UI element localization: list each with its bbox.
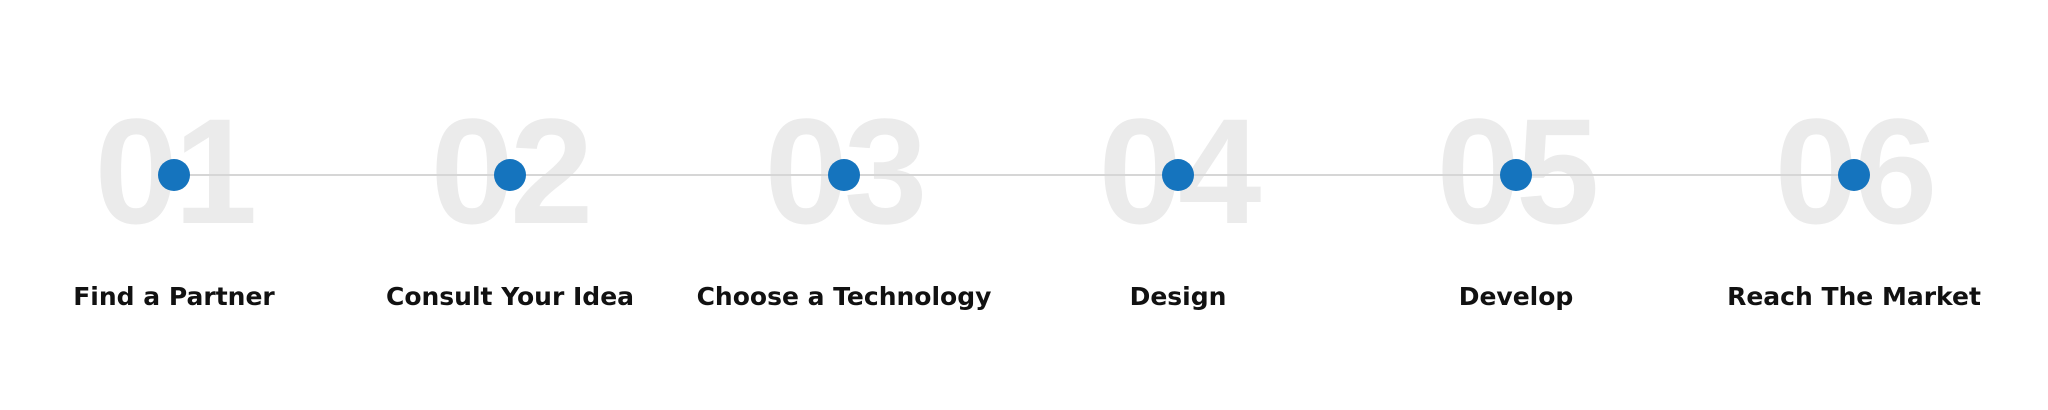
step-label: Design	[1129, 282, 1227, 311]
timeline-step-4: 04 Design	[988, 0, 1368, 410]
step-marker-dot	[1838, 159, 1870, 191]
timeline-step-3: 03 Choose a Technology	[654, 0, 1034, 410]
step-marker-dot	[158, 159, 190, 191]
step-marker-dot	[1500, 159, 1532, 191]
timeline-step-6: 06 Reach The Market	[1664, 0, 2044, 410]
step-label: Consult Your Idea	[385, 282, 635, 311]
step-marker-dot	[1162, 159, 1194, 191]
step-label: Find a Partner	[73, 282, 275, 311]
step-marker-dot	[828, 159, 860, 191]
timeline-step-1: 01 Find a Partner	[0, 0, 364, 410]
timeline-step-5: 05 Develop	[1326, 0, 1706, 410]
timeline-connector-line	[174, 174, 1854, 176]
timeline-step-2: 02 Consult Your Idea	[320, 0, 700, 410]
step-label: Choose a Technology	[696, 282, 992, 311]
step-label: Develop	[1458, 282, 1574, 311]
step-marker-dot	[494, 159, 526, 191]
step-label: Reach The Market	[1727, 282, 1981, 311]
